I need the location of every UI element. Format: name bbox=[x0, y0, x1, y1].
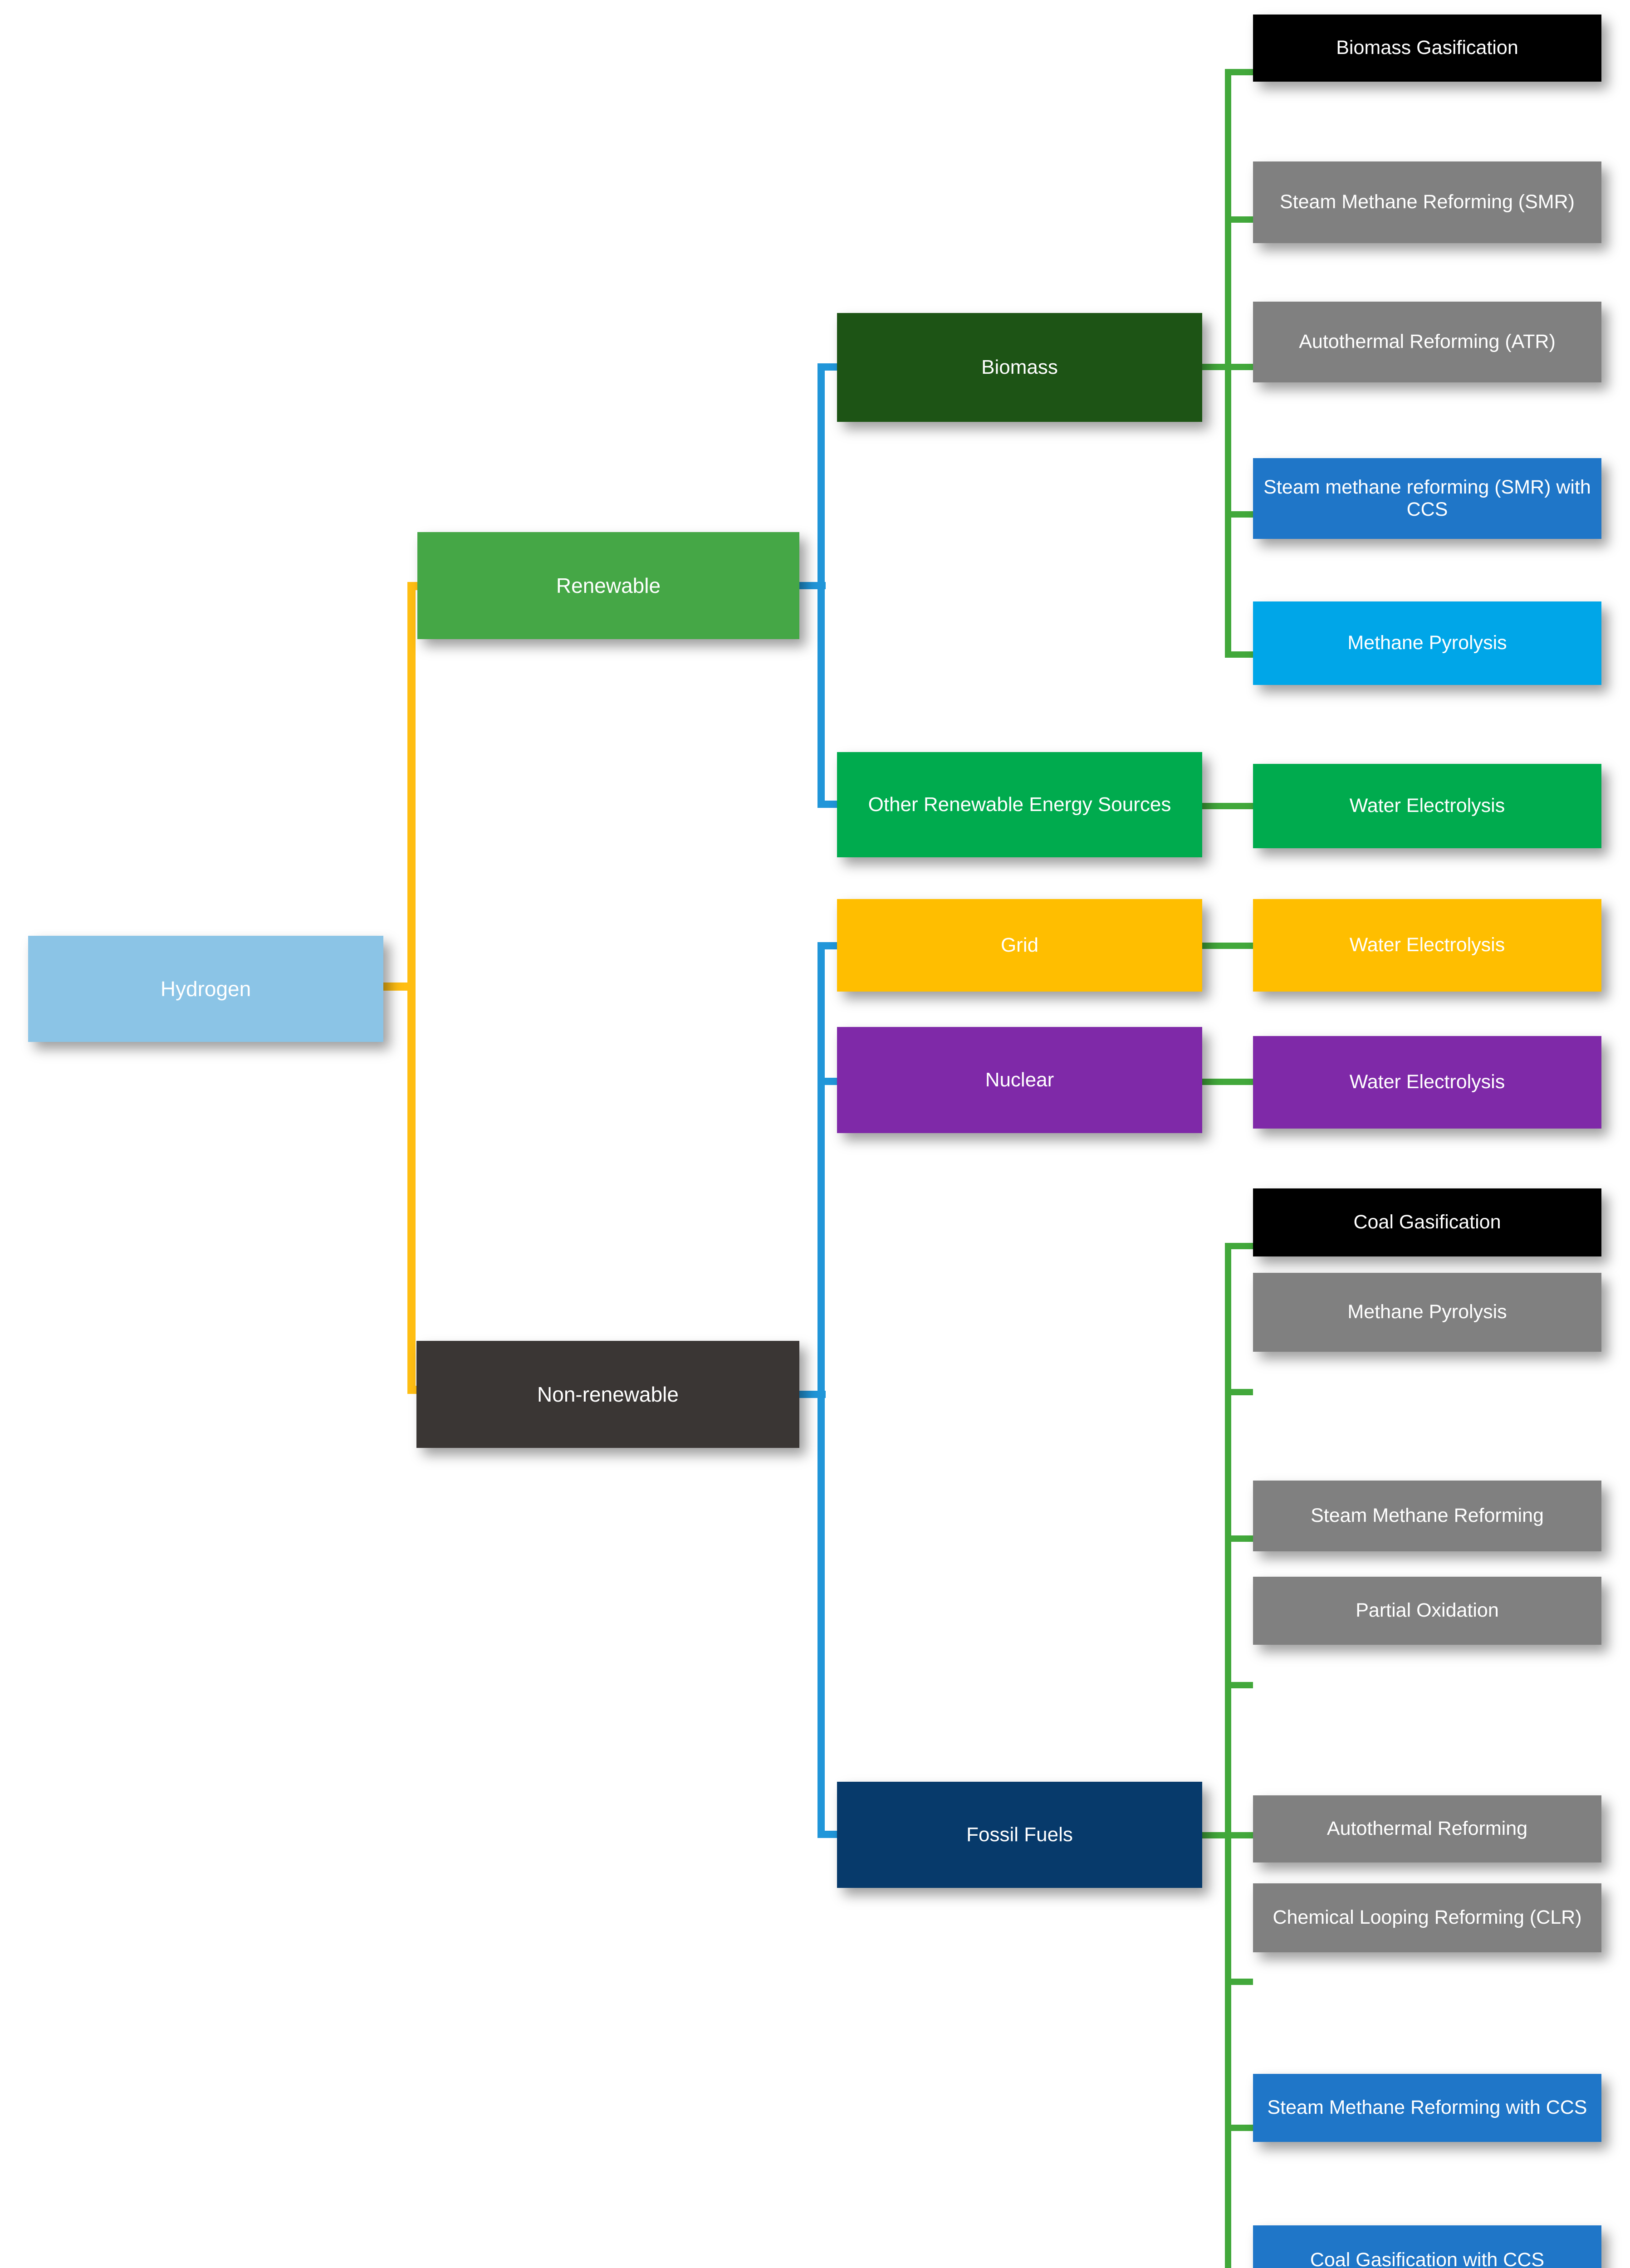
node-water-electrolysis-renewable[interactable]: Water Electrolysis bbox=[1253, 764, 1601, 848]
node-nuclear[interactable]: Nuclear bbox=[837, 1027, 1202, 1133]
connector-fossil-to-leaf-7 bbox=[1225, 2125, 1253, 2131]
node-methane-pyrolysis-grey[interactable]: Methane Pyrolysis bbox=[1253, 1273, 1601, 1352]
node-chemical-looping-reforming-clr-label: Chemical Looping Reforming (CLR) bbox=[1273, 1906, 1582, 1929]
connector-fossil-trunk bbox=[1225, 1243, 1231, 2268]
node-coal-gasification-label: Coal Gasification bbox=[1353, 1211, 1501, 1233]
node-fossil-fuels-label: Fossil Fuels bbox=[966, 1823, 1073, 1846]
connector-fossil-to-leaf-2 bbox=[1225, 1389, 1253, 1395]
node-renewable-label: Renewable bbox=[556, 573, 661, 597]
node-non-renewable[interactable]: Non-renewable bbox=[416, 1341, 799, 1448]
connector-biomass-to-leaf-2 bbox=[1225, 216, 1253, 223]
node-steam-methane-reforming-smr[interactable]: Steam Methane Reforming (SMR) bbox=[1253, 161, 1601, 243]
node-biomass-label: Biomass bbox=[981, 356, 1058, 378]
connector-biomass-to-leaf-5 bbox=[1225, 651, 1253, 658]
node-autothermal-reforming-atr-label: Autothermal Reforming (ATR) bbox=[1299, 331, 1556, 353]
connector-fossil-to-leaf-3 bbox=[1225, 1535, 1253, 1542]
node-methane-pyrolysis-cyan[interactable]: Methane Pyrolysis bbox=[1253, 601, 1601, 685]
connector-nonrenewable-to-grid bbox=[817, 942, 840, 949]
node-biomass-gasification-label: Biomass Gasification bbox=[1336, 37, 1518, 59]
node-grid[interactable]: Grid bbox=[837, 899, 1202, 992]
node-other-renewable-energy-sources[interactable]: Other Renewable Energy Sources bbox=[837, 752, 1202, 857]
node-smr-with-ccs-label: Steam methane reforming (SMR) with CCS bbox=[1263, 476, 1591, 520]
connector-biomass-trunk bbox=[1225, 69, 1231, 658]
connector-biomass-to-leaf-4 bbox=[1225, 511, 1253, 518]
connector-grid-to-electrolysis bbox=[1202, 943, 1253, 949]
connector-other-sources-to-electrolysis bbox=[1202, 803, 1253, 809]
connector-fossil-to-leaf-1 bbox=[1225, 1243, 1253, 1249]
node-autothermal-reforming[interactable]: Autothermal Reforming bbox=[1253, 1795, 1601, 1862]
node-methane-pyrolysis-cyan-label: Methane Pyrolysis bbox=[1347, 632, 1507, 654]
node-renewable[interactable]: Renewable bbox=[417, 532, 799, 639]
node-steam-methane-reforming-with-ccs-label: Steam Methane Reforming with CCS bbox=[1267, 2097, 1587, 2119]
connector-renewable-to-biomass bbox=[817, 363, 840, 371]
node-methane-pyrolysis-grey-label: Methane Pyrolysis bbox=[1347, 1301, 1507, 1323]
connector-root-trunk bbox=[407, 582, 416, 1394]
connector-fossil-stub bbox=[1202, 1832, 1230, 1838]
node-chemical-looping-reforming-clr[interactable]: Chemical Looping Reforming (CLR) bbox=[1253, 1883, 1601, 1952]
connector-root-to-renewable bbox=[407, 582, 420, 590]
node-grid-label: Grid bbox=[1000, 934, 1039, 956]
node-hydrogen[interactable]: Hydrogen bbox=[28, 936, 383, 1042]
node-coal-gasification-with-ccs-label: Coal Gasification with CCS bbox=[1310, 2249, 1545, 2268]
node-autothermal-reforming-label: Autothermal Reforming bbox=[1327, 1818, 1528, 1840]
node-biomass[interactable]: Biomass bbox=[837, 313, 1202, 422]
node-coal-gasification[interactable]: Coal Gasification bbox=[1253, 1188, 1601, 1256]
connector-fossil-to-leaf-6 bbox=[1225, 1979, 1253, 1985]
connector-nonrenewable-trunk bbox=[817, 942, 825, 1838]
node-water-electrolysis-grid[interactable]: Water Electrolysis bbox=[1253, 899, 1601, 992]
node-hydrogen-label: Hydrogen bbox=[160, 977, 251, 1001]
connector-nonrenewable-to-fossil bbox=[817, 1831, 840, 1838]
node-fossil-fuels[interactable]: Fossil Fuels bbox=[837, 1782, 1202, 1888]
node-steam-methane-reforming-label: Steam Methane Reforming bbox=[1311, 1505, 1544, 1527]
connector-renewable-trunk bbox=[817, 363, 825, 808]
node-other-renewable-energy-sources-label: Other Renewable Energy Sources bbox=[868, 793, 1171, 816]
node-nuclear-label: Nuclear bbox=[985, 1068, 1054, 1091]
node-steam-methane-reforming-with-ccs[interactable]: Steam Methane Reforming with CCS bbox=[1253, 2074, 1601, 2142]
node-coal-gasification-with-ccs[interactable]: Coal Gasification with CCS bbox=[1253, 2225, 1601, 2268]
node-smr-with-ccs[interactable]: Steam methane reforming (SMR) with CCS bbox=[1253, 458, 1601, 539]
node-water-electrolysis-renewable-label: Water Electrolysis bbox=[1349, 795, 1505, 817]
node-water-electrolysis-nuclear[interactable]: Water Electrolysis bbox=[1253, 1036, 1601, 1129]
connector-nonrenewable-to-nuclear bbox=[817, 1078, 840, 1085]
node-autothermal-reforming-atr[interactable]: Autothermal Reforming (ATR) bbox=[1253, 302, 1601, 382]
node-water-electrolysis-nuclear-label: Water Electrolysis bbox=[1349, 1071, 1505, 1093]
node-biomass-gasification[interactable]: Biomass Gasification bbox=[1253, 15, 1601, 82]
connector-fossil-to-leaf-4 bbox=[1225, 1682, 1253, 1688]
connector-biomass-to-leaf-3 bbox=[1225, 364, 1253, 370]
node-steam-methane-reforming-smr-label: Steam Methane Reforming (SMR) bbox=[1280, 191, 1575, 213]
connector-biomass-stub bbox=[1202, 364, 1230, 370]
connector-biomass-to-leaf-1 bbox=[1225, 69, 1253, 75]
node-steam-methane-reforming[interactable]: Steam Methane Reforming bbox=[1253, 1481, 1601, 1551]
node-water-electrolysis-grid-label: Water Electrolysis bbox=[1349, 934, 1505, 956]
node-partial-oxidation[interactable]: Partial Oxidation bbox=[1253, 1577, 1601, 1645]
connector-renewable-to-other-sources bbox=[817, 801, 840, 808]
connector-fossil-to-leaf-5 bbox=[1225, 1832, 1253, 1838]
connector-root-stub bbox=[383, 982, 415, 991]
node-non-renewable-label: Non-renewable bbox=[537, 1382, 679, 1406]
node-partial-oxidation-label: Partial Oxidation bbox=[1356, 1599, 1499, 1622]
connector-nuclear-to-electrolysis bbox=[1202, 1079, 1253, 1085]
